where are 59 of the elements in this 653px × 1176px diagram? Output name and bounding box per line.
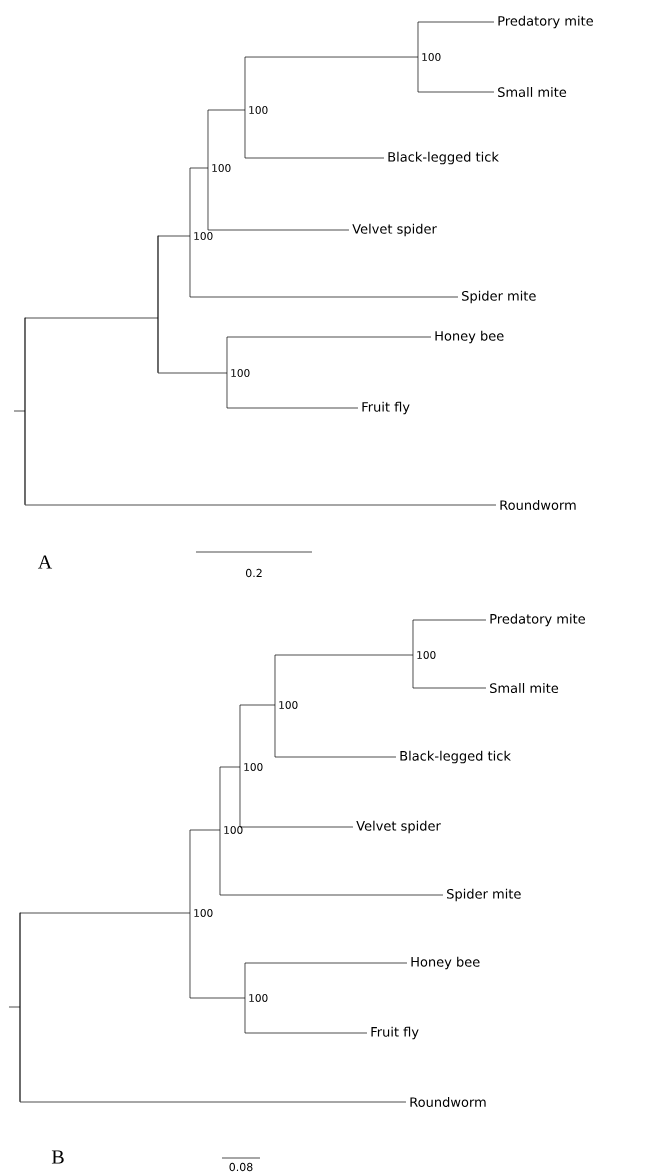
taxon-label: Honey bee — [411, 956, 480, 970]
taxon-label: Predatory mite — [498, 15, 593, 29]
panel-letter: A — [37, 555, 53, 569]
scale-value: 0.2 — [245, 568, 262, 578]
taxon-label: Fruit fly — [362, 401, 410, 415]
tree-branch — [219, 829, 444, 896]
support-value: 100 — [417, 651, 436, 659]
support-value: 100 — [249, 994, 268, 1002]
support-value: 100 — [244, 763, 263, 771]
tree-branch — [189, 235, 459, 298]
tree-branch — [417, 56, 495, 93]
tree-branch — [24, 410, 497, 506]
support-value: 100 — [194, 909, 213, 917]
taxon-label: Spider mite — [447, 888, 521, 902]
tree-branch — [19, 912, 191, 1008]
tree-branch — [244, 962, 408, 999]
tree-branch — [24, 317, 159, 412]
taxon-label: Black-legged tick — [400, 750, 511, 764]
tree-branch — [412, 619, 487, 656]
tree-branch — [226, 336, 432, 374]
taxon-label: Predatory mite — [490, 613, 585, 627]
tree-branch — [244, 997, 368, 1034]
tree-branch — [412, 654, 487, 689]
taxon-label: Black-legged tick — [388, 151, 499, 165]
scale-value: 0.08 — [229, 1162, 253, 1172]
support-value: 100 — [224, 826, 243, 834]
taxon-label: Roundworm — [500, 500, 576, 511]
tree-branch — [244, 109, 385, 159]
support-value: 100 — [249, 106, 268, 114]
tree-branch — [274, 654, 414, 706]
taxon-label: Small mite — [498, 87, 567, 98]
support-value: 100 — [212, 164, 231, 172]
tree-branch — [219, 766, 241, 831]
taxon-label: Velvet spider — [356, 820, 441, 834]
panel-letter: B — [51, 1150, 64, 1164]
support-value: 100 — [231, 369, 250, 377]
support-value: 100 — [279, 701, 298, 709]
tree-branch — [417, 21, 495, 58]
tree-branch — [189, 912, 246, 999]
tree-branch — [226, 372, 359, 409]
taxon-label: Roundworm — [410, 1096, 486, 1108]
tree-branch — [19, 1006, 407, 1103]
tree-branch — [157, 303, 228, 374]
tree-branch — [244, 56, 419, 111]
tree-branch — [239, 766, 354, 828]
tree-branch — [157, 235, 191, 305]
tree-branch — [207, 109, 246, 169]
tree-branch — [189, 829, 221, 914]
support-value: 100 — [194, 232, 213, 240]
taxon-label: Fruit fly — [371, 1026, 419, 1040]
taxon-label: Small mite — [490, 682, 559, 694]
tree-branch — [239, 704, 276, 768]
support-value: 100 — [422, 53, 441, 61]
taxon-label: Honey bee — [435, 330, 504, 344]
taxon-label: Spider mite — [462, 290, 536, 304]
taxon-label: Velvet spider — [352, 223, 437, 237]
tree-branch — [207, 167, 350, 231]
tree-branch — [274, 704, 397, 758]
tree-branch — [189, 167, 209, 237]
